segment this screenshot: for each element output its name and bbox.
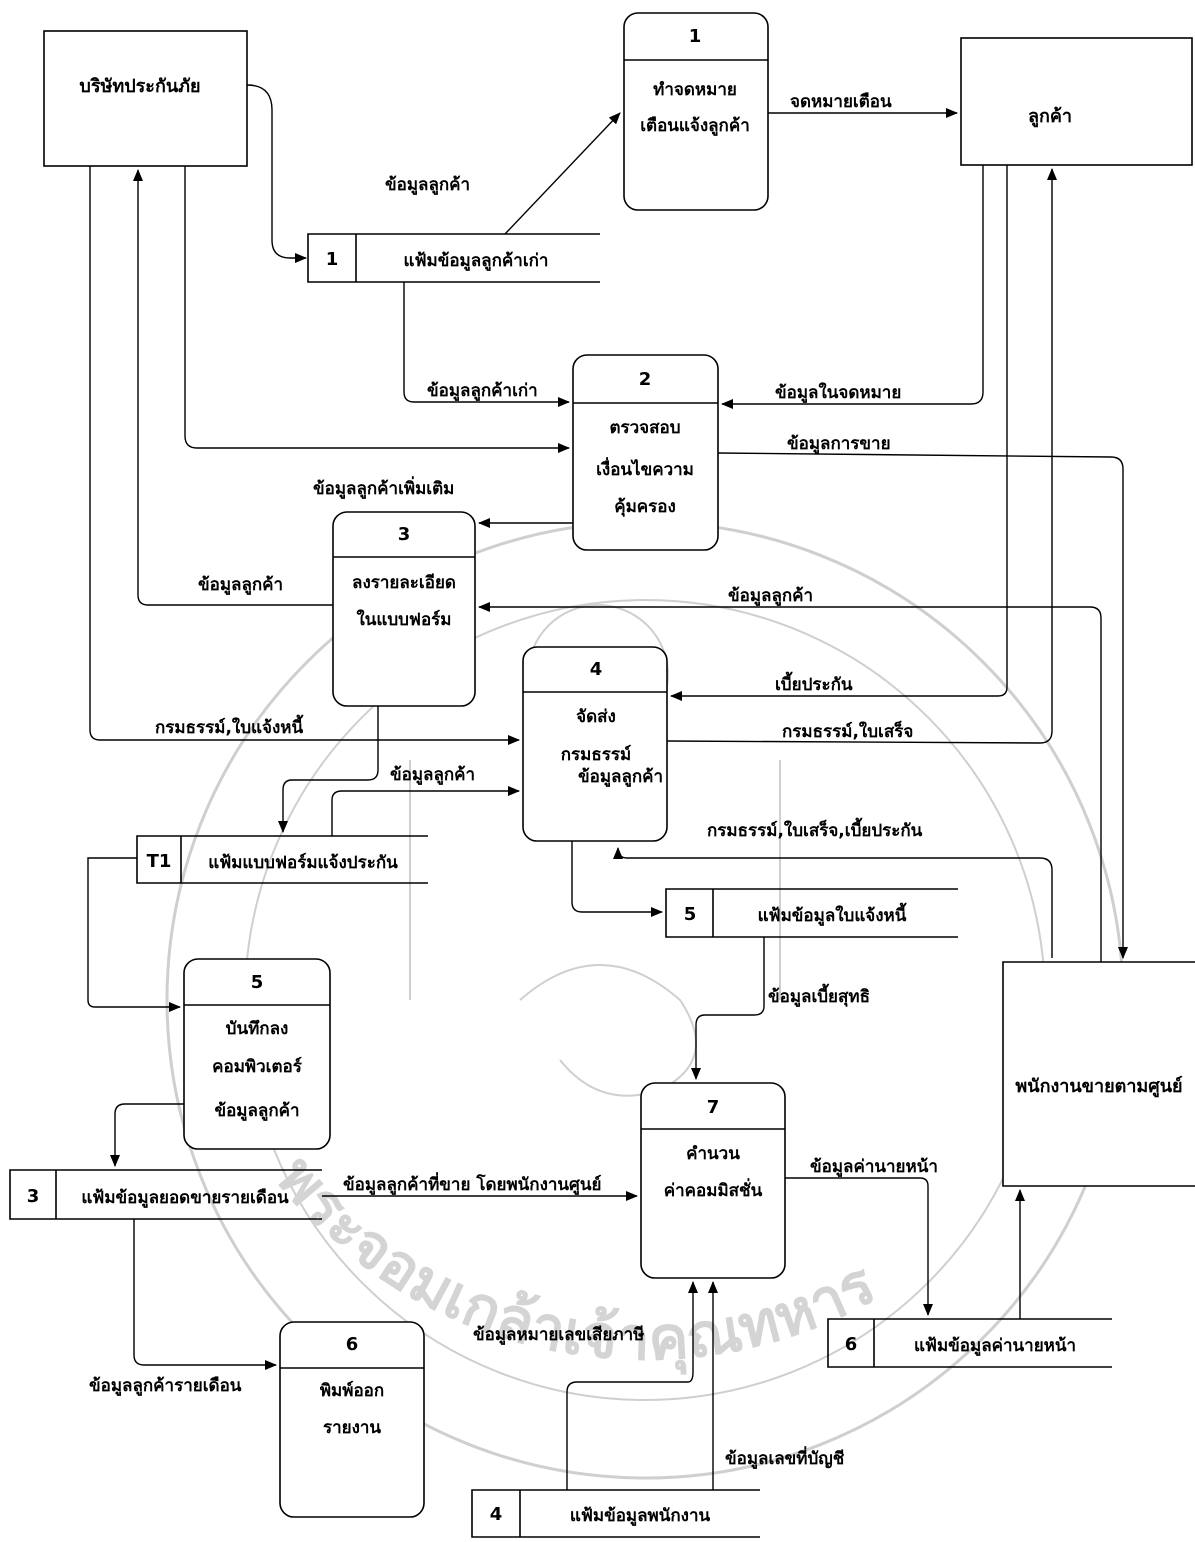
store-4-name: แฟ้มข้อมูลพนักงาน [570, 1506, 711, 1527]
store-3: 3 แฟ้มข้อมูลยอดขายรายเดือน [9, 1169, 322, 1220]
process-1-number: 1 [689, 26, 702, 47]
store-6: 6 แฟ้มข้อมูลค่านายหน้า [827, 1318, 1112, 1368]
flow-label-letter-info: ข้อมูลในจดหมาย [775, 382, 901, 404]
flow-label-tax-id-info: ข้อมูลหมายเลขเสียภาษี [473, 1324, 644, 1346]
process-7: 7 คำนวน ค่าคอมมิสชั่น [640, 1082, 786, 1279]
process-6-label-2: รายงาน [323, 1418, 381, 1438]
process-4: 4 จัดส่ง กรมธรรม์ [522, 646, 668, 842]
flow-label-customer-info-left: ข้อมูลลูกค้า [198, 575, 283, 596]
process-6-label-1: พิมพ์ออก [320, 1380, 384, 1401]
flow-lines [87, 84, 1128, 1490]
flow-label-reminder-letter: จดหมายเตือน [790, 91, 892, 112]
store-5-id: 5 [684, 904, 697, 925]
flow-label-monthly-customer-info: ข้อมูลลูกค้ารายเดือน [89, 1375, 242, 1397]
store-3-id: 3 [27, 1186, 40, 1207]
process-2-label-3: คุ้มครอง [614, 497, 676, 517]
process-7-label-1: คำนวน [686, 1144, 740, 1164]
process-3: 3 ลงรายละเอียด ในแบบฟอร์ม [332, 511, 476, 707]
flow-label-customer-info-top: ข้อมูลลูกค้า [385, 175, 470, 196]
flow-label-policy-receipt: กรมธรรม์,ใบเสร็จ [782, 719, 913, 742]
process-5-label-1: บันทึกลง [226, 1019, 289, 1039]
entity-customer: ลูกค้า [960, 37, 1193, 166]
store-1-name: แฟ้มข้อมูลลูกค้าเก่า [404, 251, 549, 272]
process-5-label-3: ข้อมูลลูกค้า [214, 1101, 299, 1122]
flow-label-policy-invoice: กรมธรรม์,ใบแจ้งหนี้ [155, 714, 303, 738]
flow-label-customer-info-p4: ข้อมูลลูกค้า [578, 767, 663, 788]
store-t1-id: T1 [147, 851, 172, 872]
process-3-label-1: ลงรายละเอียด [352, 572, 456, 593]
store-5: 5 แฟ้มข้อมูลใบแจ้งหนี้ [665, 888, 958, 938]
store-3-name: แฟ้มข้อมูลยอดขายรายเดือน [81, 1187, 289, 1209]
flow-label-customer-info-t1: ข้อมูลลูกค้า [390, 765, 475, 786]
entity-customer-label: ลูกค้า [1028, 106, 1072, 128]
store-4-id: 4 [490, 1504, 503, 1525]
process-2-number: 2 [639, 369, 652, 390]
process-2-label-2: เงื่อนไขความ [596, 457, 694, 480]
process-7-number: 7 [707, 1097, 720, 1118]
process-5-label-2: คอมพิวเตอร์ [212, 1056, 303, 1077]
process-2-label-1: ตรวจสอบ [609, 418, 680, 438]
flow-label-additional-customer-info: ข้อมูลลูกค้าเพิ่มเติม [313, 476, 454, 500]
entity-sales-staff-label: พนักงานขายตามศูนย์ [1015, 1075, 1182, 1098]
flow-labels: ข้อมูลลูกค้า จดหมายเตือน ข้อมูลลูกค้าเก่… [89, 91, 938, 1470]
flow-label-commission-info: ข้อมูลค่านายหน้า [810, 1157, 938, 1178]
process-5-number: 5 [251, 972, 264, 993]
store-5-name: แฟ้มข้อมูลใบแจ้งหนี้ [758, 902, 907, 927]
flow-label-sold-by-staff: ข้อมูลลูกค้าที่ขาย โดยพนักงานศูนย์ [343, 1172, 601, 1196]
flow-label-net-premium: ข้อมูลเบี้ยสุทธิ [768, 983, 870, 1008]
process-4-number: 4 [590, 659, 603, 680]
process-1-label-1: ทำจดหมาย [653, 80, 737, 100]
process-6: 6 พิมพ์ออก รายงาน [279, 1321, 425, 1518]
store-6-id: 6 [845, 1334, 858, 1355]
flow-label-sales-info: ข้อมูลการขาย [787, 434, 891, 455]
entity-sales-staff: พนักงานขายตามศูนย์ [1002, 961, 1195, 1187]
store-4: 4 แฟ้มข้อมูลพนักงาน [471, 1489, 760, 1538]
process-1-label-2: เตือนแจ้งลูกค้า [640, 115, 750, 137]
store-t1: T1 แฟ้มแบบฟอร์มแจ้งประกัน [136, 835, 428, 884]
flow-label-old-customer-info: ข้อมูลลูกค้าเก่า [427, 381, 538, 402]
process-4-label-1: จัดส่ง [576, 707, 616, 727]
process-5: 5 บันทึกลง คอมพิวเตอร์ ข้อมูลลูกค้า [183, 958, 331, 1150]
flow-label-account-no-info: ข้อมูลเลขที่บัญชี [725, 1446, 845, 1470]
process-3-number: 3 [398, 524, 411, 545]
process-7-label-2: ค่าคอมมิสชั่น [664, 1178, 763, 1201]
store-6-name: แฟ้มข้อมูลค่านายหน้า [914, 1336, 1076, 1357]
store-t1-name: แฟ้มแบบฟอร์มแจ้งประกัน [208, 852, 398, 873]
flow-label-customer-info-right: ข้อมูลลูกค้า [728, 586, 813, 607]
entity-insurance-company: บริษัทประกันภัย [43, 30, 248, 167]
process-4-label-2: กรมธรรม์ [561, 744, 631, 765]
process-6-number: 6 [346, 1334, 359, 1355]
process-3-label-2: ในแบบฟอร์ม [356, 609, 451, 630]
entity-insurance-company-label: บริษัทประกันภัย [79, 76, 200, 97]
process-1: 1 ทำจดหมาย เตือนแจ้งลูกค้า [623, 12, 769, 211]
flow-label-premium: เบี้ยประกัน [775, 671, 853, 695]
flow-label-policy-receipt-premium: กรมธรรม์,ใบเสร็จ,เบี้ยประกัน [707, 817, 923, 841]
process-2: 2 ตรวจสอบ เงื่อนไขความ คุ้มครอง [572, 354, 719, 551]
store-1: 1 แฟ้มข้อมูลลูกค้าเก่า [307, 233, 600, 283]
store-1-id: 1 [326, 249, 339, 270]
